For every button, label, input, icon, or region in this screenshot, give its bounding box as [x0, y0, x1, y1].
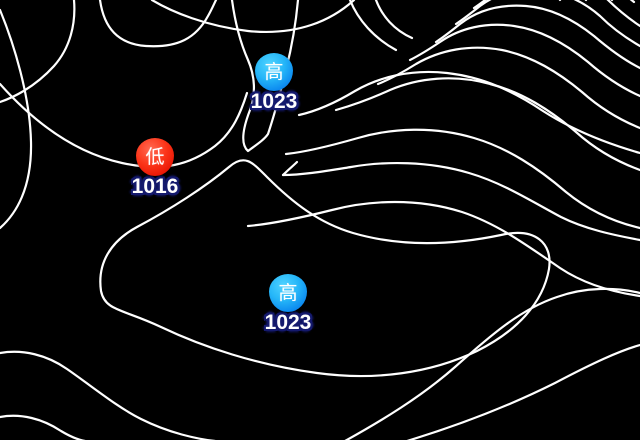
pressure-value-label: 1016 [131, 175, 179, 198]
contour-path [281, 162, 640, 242]
pressure-value-label: 1023 [264, 311, 312, 334]
contour-path [406, 343, 640, 440]
contour-path [98, 0, 218, 48]
contour-path [297, 70, 640, 155]
contour-ring [434, 4, 640, 70]
contour-ring [472, 0, 640, 28]
contour-path [281, 160, 299, 177]
high-glyph: 高 [278, 281, 298, 304]
low-glyph: 低 [145, 145, 165, 168]
contour-ring-flank [374, 0, 414, 40]
contour-ring [334, 77, 640, 172]
pressure-marker-low-west[interactable]: 低 1016 [123, 138, 187, 198]
contour-path [0, 414, 86, 440]
pressure-marker-high-north[interactable]: 高 1023 [242, 53, 306, 113]
pressure-marker-high-south[interactable]: 高 1023 [256, 274, 320, 334]
contour-path-central-cell [99, 159, 551, 378]
contour-ring [454, 0, 640, 48]
high-glyph: 高 [264, 60, 284, 83]
contour-path [344, 287, 640, 440]
pressure-value-label: 1023 [250, 90, 298, 113]
high-pressure-icon: 高 [269, 274, 307, 312]
contour-path [0, 0, 76, 104]
contour-ring [246, 200, 640, 298]
contour-path [0, 350, 216, 440]
contour-ring [408, 23, 640, 98]
low-pressure-icon: 低 [136, 138, 174, 176]
contour-ring-flank [348, 0, 398, 52]
contour-path [150, 0, 356, 33]
contour-path [0, 8, 33, 230]
contour-ring [376, 46, 640, 130]
contour-ring [284, 128, 640, 230]
high-pressure-icon: 高 [255, 53, 293, 91]
